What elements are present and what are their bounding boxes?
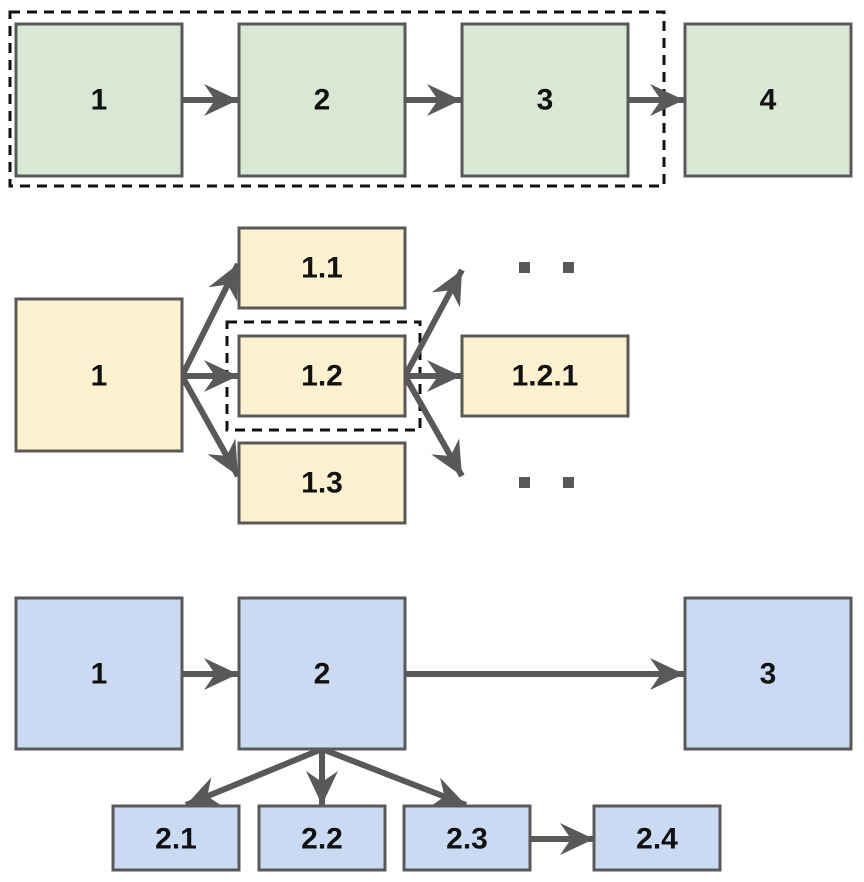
- ellipsis-upper: [519, 262, 574, 273]
- svg-text:2.2: 2.2: [301, 823, 343, 856]
- node-1.3: 1.3: [237, 441, 407, 525]
- node-1: 1: [14, 596, 184, 751]
- node-2.1: 2.1: [111, 804, 241, 872]
- node-1.1: 1.1: [237, 226, 407, 310]
- svg-text:1.3: 1.3: [301, 467, 343, 500]
- svg-text:2.3: 2.3: [446, 823, 488, 856]
- ellipsis-lower: [519, 477, 574, 488]
- node-1.2: 1.2: [237, 334, 407, 418]
- edge-1.2-to-more-up: [402, 268, 465, 378]
- svg-text:2: 2: [314, 658, 331, 691]
- node-2.3: 2.3: [402, 804, 532, 872]
- svg-text:3: 3: [537, 84, 554, 117]
- edge-2-to-2.3: [320, 746, 468, 808]
- svg-text:4: 4: [760, 84, 777, 117]
- svg-text:2: 2: [314, 84, 331, 117]
- node-3: 3: [460, 22, 630, 178]
- node-2: 2: [237, 596, 407, 751]
- node-3: 3: [683, 596, 853, 751]
- svg-text:3: 3: [760, 658, 777, 691]
- diagram-linear-chain: 1 2 3 4: [8, 10, 853, 188]
- diagram-subworkflow: 1 2 3 2.1 2.2 2.3 2.4: [14, 596, 853, 872]
- node-2.2: 2.2: [257, 804, 387, 872]
- edge-2-to-2.1: [184, 746, 324, 808]
- svg-text:1.1: 1.1: [301, 252, 343, 285]
- edge-1-to-1.3: [179, 374, 241, 478]
- edge-1-to-1.1: [179, 262, 241, 378]
- edge-1.2-to-more-down: [402, 374, 465, 478]
- node-2.4: 2.4: [592, 804, 722, 872]
- node-1.2.1: 1.2.1: [460, 334, 630, 418]
- svg-text:1.2.1: 1.2.1: [512, 360, 579, 393]
- node-1: 1: [14, 297, 184, 453]
- node-1: 1: [14, 22, 184, 178]
- svg-text:2.4: 2.4: [636, 823, 678, 856]
- svg-text:1: 1: [91, 360, 108, 393]
- diagram-branching-tree: 1 1.1 1.2 1.3 1.2.1: [14, 226, 630, 525]
- svg-text:1: 1: [91, 84, 108, 117]
- node-2: 2: [237, 22, 407, 178]
- svg-text:1: 1: [91, 658, 108, 691]
- node-4: 4: [683, 22, 853, 178]
- svg-text:1.2: 1.2: [301, 360, 343, 393]
- svg-text:2.1: 2.1: [155, 823, 197, 856]
